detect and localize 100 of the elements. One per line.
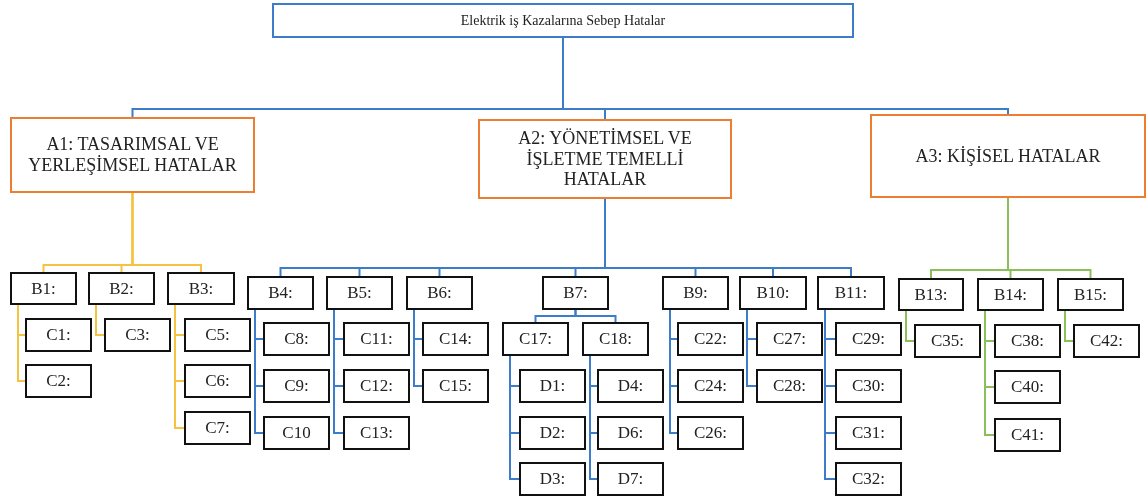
box-label: B11: <box>834 283 868 303</box>
connector-line <box>333 309 344 434</box>
item-box <box>25 318 92 352</box>
category-box <box>478 119 732 199</box>
connector-line <box>574 309 617 323</box>
box-label: C40: <box>1010 377 1045 397</box>
box-label: B15: <box>1073 284 1108 305</box>
box-label: C32: <box>851 469 886 489</box>
connector-line <box>131 192 202 273</box>
item-box <box>343 416 410 450</box>
box-label: C26: <box>693 423 728 443</box>
box-label: C5: <box>205 325 230 345</box>
item-box <box>914 324 981 358</box>
box-label: C41: <box>1010 425 1045 445</box>
connector-line <box>1064 310 1074 342</box>
item-box <box>898 278 964 311</box>
box-label: C27: <box>772 329 807 349</box>
item-box <box>326 276 393 310</box>
connector-line <box>254 309 264 434</box>
item-box <box>994 370 1061 404</box>
category-box <box>10 117 255 193</box>
item-box <box>167 272 235 305</box>
connector-line <box>589 355 598 480</box>
item-box <box>994 418 1061 452</box>
box-label: B3: <box>188 278 214 299</box>
category-box <box>870 114 1146 198</box>
item-box <box>25 364 92 398</box>
box-label: C6: <box>205 371 230 391</box>
box-label: C13: <box>359 423 394 443</box>
item-box <box>835 462 902 496</box>
item-box <box>756 369 823 403</box>
box-label: C42: <box>1089 331 1124 351</box>
box-label: D4: <box>617 376 644 396</box>
item-box <box>519 416 586 450</box>
box-label: C31: <box>851 423 886 443</box>
box-label: B2: <box>109 278 134 299</box>
box-label: C10 <box>282 423 311 443</box>
connector-line <box>95 304 105 336</box>
connector-line <box>984 310 995 436</box>
box-label: D3: <box>539 469 566 489</box>
item-box <box>184 318 251 352</box>
item-box <box>263 322 330 356</box>
box-label: C30: <box>851 376 886 396</box>
item-box <box>597 462 664 496</box>
item-box <box>247 276 314 310</box>
connector-line <box>669 309 678 434</box>
item-box <box>422 369 489 403</box>
item-box <box>662 276 729 310</box>
connector-line <box>17 304 26 382</box>
item-box <box>519 462 586 496</box>
item-box <box>677 416 744 450</box>
item-box <box>817 276 885 310</box>
box-label: B4: <box>268 283 293 303</box>
box-label: C7: <box>205 418 230 438</box>
box-label: B9: <box>683 283 708 303</box>
item-box <box>88 272 155 305</box>
box-label: C3: <box>125 325 150 345</box>
item-box <box>756 322 823 356</box>
box-label: D1: <box>539 376 566 396</box>
box-label: C2: <box>46 371 71 391</box>
item-box <box>677 322 744 356</box>
box-label: C11: <box>360 329 393 349</box>
root-box <box>272 3 854 38</box>
item-box <box>502 322 569 356</box>
item-box <box>739 276 807 310</box>
item-box <box>994 324 1061 358</box>
item-box <box>597 416 664 450</box>
item-box <box>406 276 473 310</box>
box-label: C24: <box>693 376 728 396</box>
item-box <box>104 318 171 352</box>
connector-line <box>746 309 757 387</box>
box-label: D2: <box>539 423 566 443</box>
box-label: B14: <box>993 284 1028 305</box>
box-label: A2: YÖNETİMSEL VE İŞLETME TEMELLİ HATALAR <box>517 127 693 191</box>
box-label: C9: <box>284 376 309 396</box>
item-box <box>184 411 251 445</box>
box-label: A1: TASARIMSAL VE YERLEŞİMSEL HATALAR <box>27 134 238 176</box>
item-box <box>835 416 902 450</box>
box-label: B7: <box>563 283 588 303</box>
connector-line <box>413 309 423 387</box>
item-box <box>10 272 77 305</box>
box-label: B10: <box>756 283 790 303</box>
box-label: A3: KİŞİSEL HATALAR <box>915 145 1101 167</box>
box-label: B13: <box>914 284 948 305</box>
box-label: C35: <box>930 331 965 351</box>
item-box <box>1057 278 1124 311</box>
box-label: B6: <box>427 283 452 303</box>
box-label: D6: <box>617 423 644 443</box>
box-label: B5: <box>347 283 372 303</box>
box-label: C12: <box>359 376 394 396</box>
item-box <box>542 276 609 310</box>
item-box <box>263 369 330 403</box>
item-box <box>343 322 410 356</box>
item-box <box>263 416 330 450</box>
connector-line <box>604 198 852 277</box>
box-label: C18: <box>598 329 633 349</box>
item-box <box>677 369 744 403</box>
connector-line <box>509 355 520 480</box>
box-label: C22: <box>693 329 728 349</box>
connector-line <box>905 310 915 342</box>
